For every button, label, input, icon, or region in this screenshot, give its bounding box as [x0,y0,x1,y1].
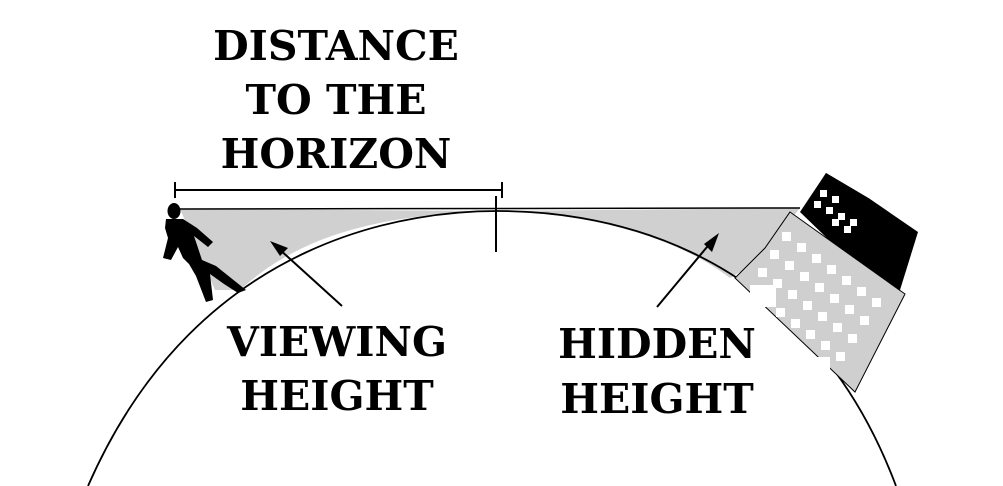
line-of-sight [179,207,801,210]
hidden-height-label-line1: HIDDEN [558,320,756,368]
hidden-height-arrow [656,233,719,308]
viewing-height-shade [180,209,498,290]
hidden-height-label-line2: HEIGHT [560,375,754,423]
viewing-height-label-line1: VIEWING [226,318,447,366]
hidden-height-shade [498,208,800,278]
distance-label-line3: HORIZON [221,130,452,178]
viewing-height-arrow [270,241,343,307]
person-icon [163,203,246,302]
distance-label-line1: DISTANCE [213,22,459,70]
distance-bracket [174,182,503,198]
building-icon [734,173,918,393]
distance-label-line2: TO THE [246,76,427,124]
viewing-height-label-line2: HEIGHT [240,372,434,420]
